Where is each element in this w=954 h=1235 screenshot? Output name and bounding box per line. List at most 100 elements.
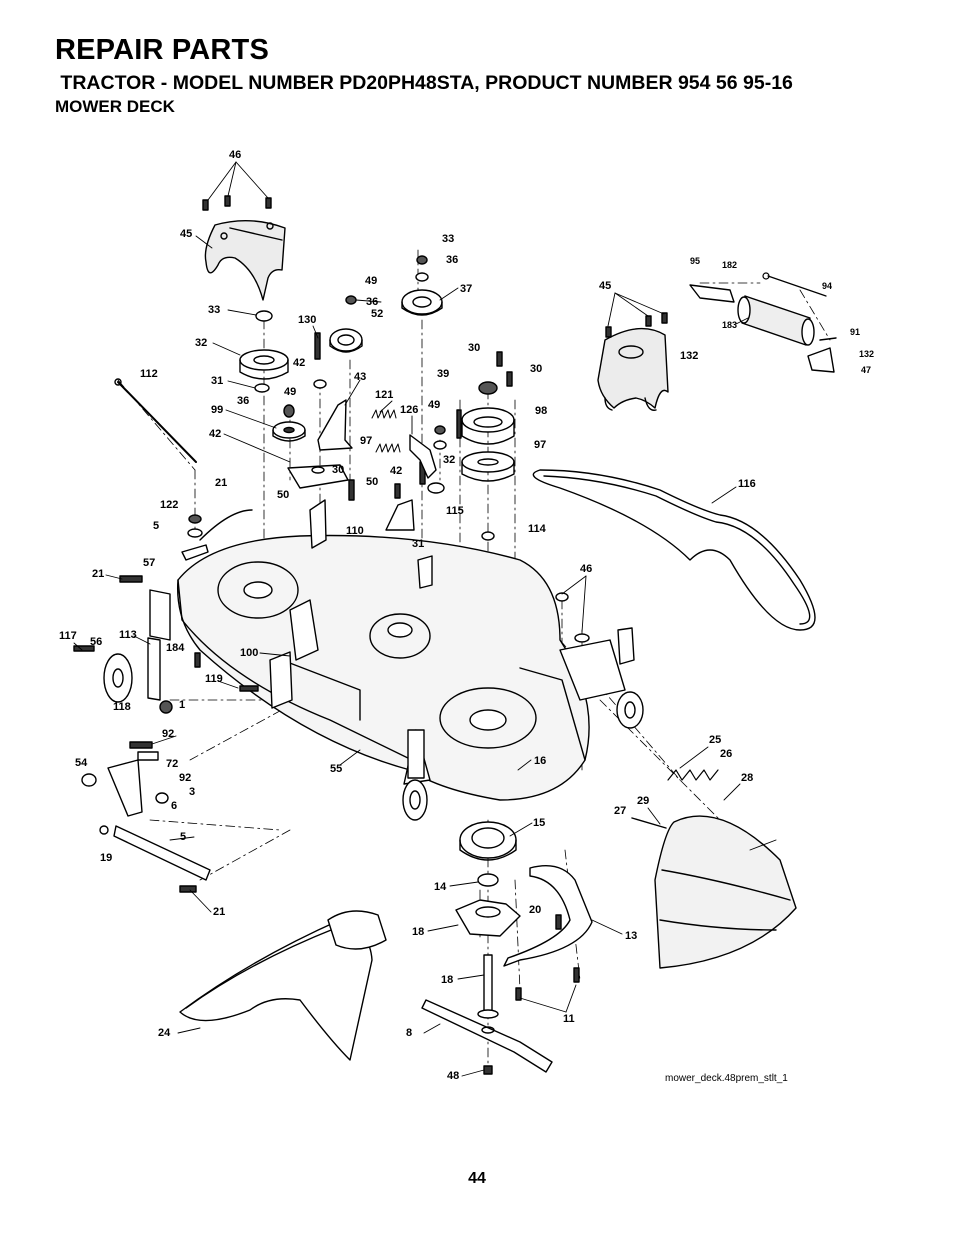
callout-label: 92	[179, 772, 191, 784]
lift-link-3	[107, 751, 159, 817]
callout-label: 52	[371, 308, 383, 320]
callout-label: 117	[59, 630, 77, 642]
callout-label: 42	[209, 428, 221, 440]
rod-29	[631, 817, 667, 829]
callout-label: 47	[861, 365, 871, 375]
callout-label: 19	[100, 852, 112, 864]
callout-label: 5	[180, 831, 186, 843]
rod-114	[199, 509, 253, 541]
bracket-110	[385, 499, 415, 531]
callout-label: 183	[722, 320, 737, 330]
spring-121	[371, 409, 397, 419]
callout-label: 121	[375, 389, 393, 401]
callout-label: 55	[330, 763, 342, 775]
bracket-91	[807, 337, 837, 373]
page-title: REPAIR PARTS	[55, 34, 270, 66]
callout-label: 48	[447, 1070, 459, 1082]
callout-label: 100	[240, 647, 258, 659]
idler-pulley-52	[329, 328, 363, 353]
callout-label: 132	[680, 350, 698, 362]
page-number: 44	[468, 1170, 486, 1187]
callout-label: 46	[580, 563, 592, 575]
callout-label: 72	[166, 758, 178, 770]
callout-label: 122	[160, 499, 178, 511]
pulley-32-right	[461, 451, 515, 482]
belt-47	[532, 469, 816, 631]
callout-label: 39	[437, 368, 449, 380]
callout-label: 49	[284, 386, 296, 398]
callout-label: 36	[366, 296, 378, 308]
callout-label: 126	[400, 404, 418, 416]
callout-label: 98	[535, 405, 547, 417]
callout-label: 54	[75, 757, 88, 769]
callout-label: 33	[442, 233, 454, 245]
callout-label: 42	[390, 465, 402, 477]
deck-wheels	[103, 653, 644, 821]
callout-label: 30	[468, 342, 480, 354]
spring-24	[667, 769, 719, 781]
lift-bar-6	[99, 825, 211, 881]
callout-label: 45	[599, 280, 611, 292]
callout-label: 5	[153, 520, 159, 532]
callout-label: 37	[460, 283, 472, 295]
belt-48	[179, 919, 373, 1061]
callout-label: 112	[140, 368, 158, 380]
mower-deck-housing	[176, 534, 590, 801]
model-subtitle: TRACTOR - MODEL NUMBER PD20PH48STA, PROD…	[55, 72, 793, 94]
callout-label: 30	[530, 363, 542, 375]
spindle-guard-16	[459, 821, 517, 861]
bracket-95	[689, 284, 735, 303]
callout-label: 32	[443, 454, 455, 466]
baffle-20	[503, 865, 593, 967]
callout-label: 21	[215, 477, 227, 489]
callout-label: 94	[822, 281, 832, 291]
callout-label: 46	[229, 149, 241, 161]
diagram-file-name: mower_deck.48prem_stlt_1	[665, 1073, 788, 1084]
callout-label: 25	[709, 734, 721, 746]
callout-label: 49	[365, 275, 377, 287]
roller-94	[737, 295, 815, 346]
callout-label: 132	[859, 349, 874, 359]
callout-label: 27	[614, 805, 626, 817]
callout-label: 184	[166, 642, 185, 654]
callout-label: 114	[528, 523, 547, 535]
callout-label: 36	[237, 395, 249, 407]
leader-lines	[73, 161, 777, 1077]
callout-label: 6	[171, 800, 177, 812]
callout-label: 20	[529, 904, 541, 916]
callout-label: 18	[441, 974, 453, 986]
pulley-39	[461, 407, 515, 445]
deck-brackets	[147, 499, 635, 709]
callout-label: 29	[637, 795, 649, 807]
callout-label: 116	[738, 478, 756, 490]
callout-label: 1	[179, 699, 185, 711]
spindle-shaft-13	[477, 954, 499, 1019]
callout-label: 130	[298, 314, 316, 326]
callout-label: 92	[162, 728, 174, 740]
idler-arm-126	[409, 434, 437, 479]
callout-label: 56	[90, 636, 102, 648]
callout-label: 95	[690, 256, 700, 266]
callout-label: 13	[625, 930, 637, 942]
bracket-115	[287, 464, 349, 489]
callout-numbers: 46 45 33 32 31 36 99 42 112 49 130 42 36…	[59, 149, 874, 1084]
fastener-screws	[194, 195, 668, 1001]
callout-label: 50	[366, 476, 378, 488]
idler-pulley-37	[401, 289, 443, 316]
callout-label: 119	[205, 673, 223, 685]
callout-label: 43	[354, 371, 366, 383]
callout-label: 28	[741, 772, 753, 784]
callout-label: 115	[446, 505, 464, 517]
callout-label: 24	[158, 1027, 171, 1039]
spindle-pulley-top	[327, 910, 387, 950]
callout-label: 91	[850, 327, 860, 337]
callout-label: 21	[92, 568, 104, 580]
callout-label: 99	[211, 404, 223, 416]
callout-label: 57	[143, 557, 155, 569]
spring-98	[375, 443, 401, 453]
rod-112	[114, 378, 197, 463]
callout-label: 113	[119, 629, 137, 641]
bracket-122	[181, 544, 209, 561]
belt-cover-left	[204, 219, 286, 301]
